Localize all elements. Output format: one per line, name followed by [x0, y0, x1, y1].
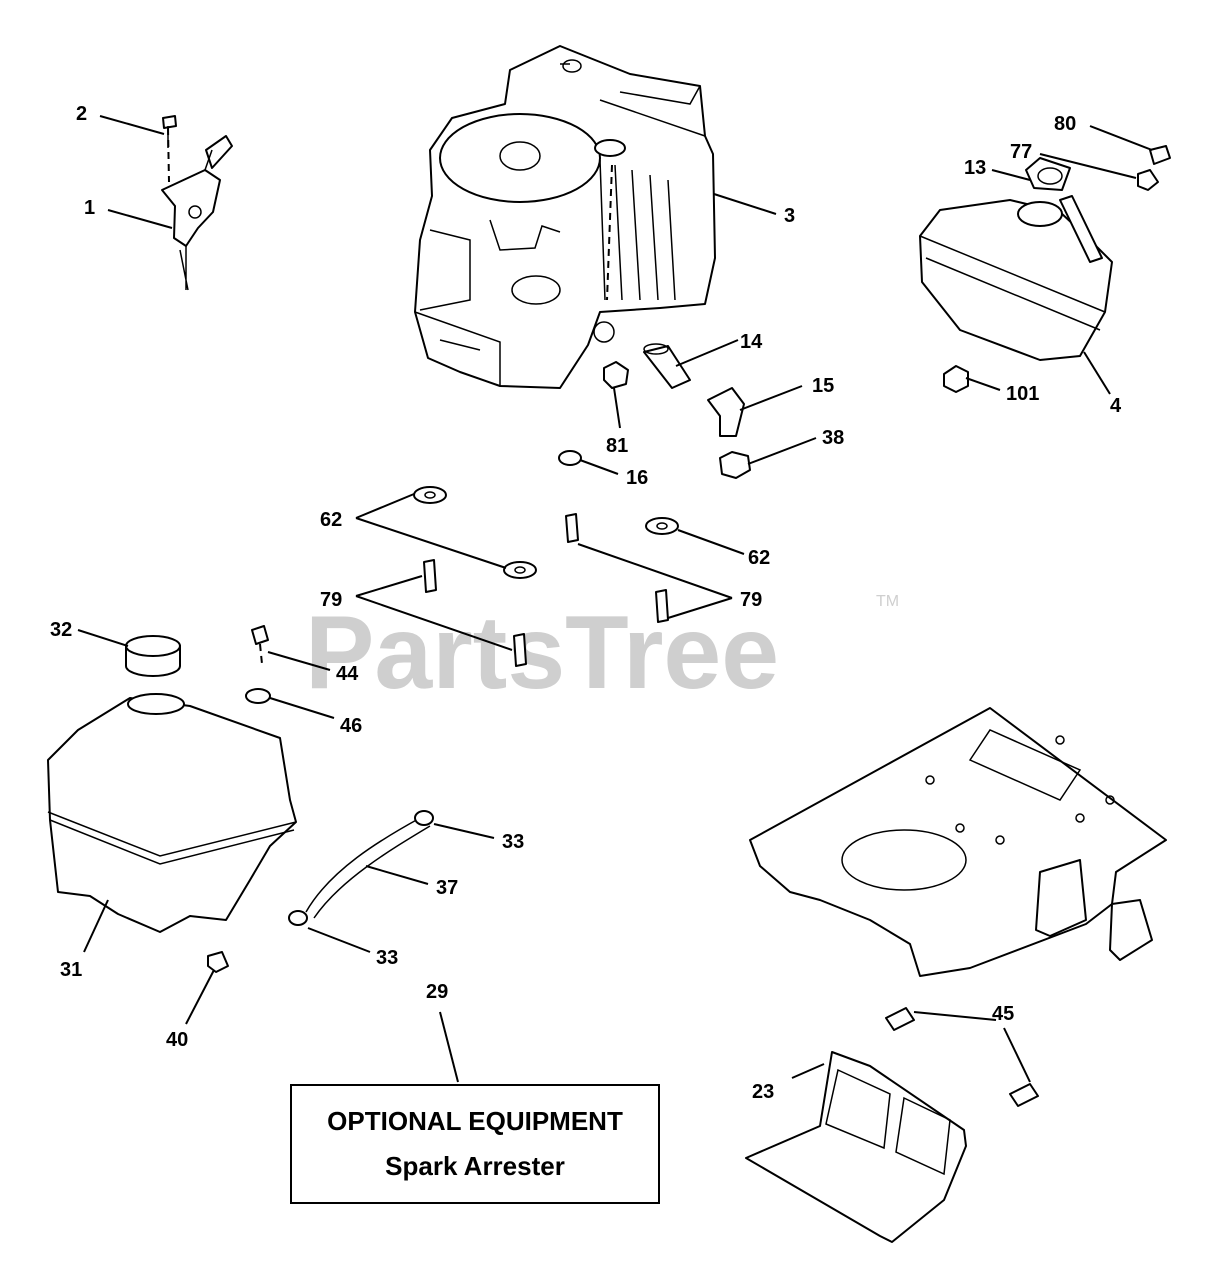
gasket-13[interactable]	[1025, 157, 1071, 191]
spark-arrester-label: Spark Arrester	[385, 1151, 565, 1181]
watermark-tm: TM	[876, 593, 899, 610]
washer-62-b[interactable]	[503, 561, 537, 579]
callout-33-a: 33	[502, 831, 524, 853]
callout-4: 4	[1110, 395, 1122, 417]
callout-29: 29	[426, 981, 448, 1003]
fuel-cap[interactable]	[125, 635, 181, 677]
callout-32: 32	[50, 619, 72, 641]
callout-77: 77	[1010, 141, 1032, 163]
bolt-79-c[interactable]	[565, 513, 579, 543]
callout-16: 16	[626, 467, 648, 489]
fuel-line[interactable]	[305, 817, 431, 919]
callout-45: 45	[992, 1003, 1014, 1025]
washer-62-c[interactable]	[645, 517, 679, 535]
clamp-33-b[interactable]	[288, 910, 308, 926]
callout-44: 44	[336, 663, 359, 685]
bolt-79-a[interactable]	[423, 559, 437, 593]
nut-77[interactable]	[1137, 169, 1159, 191]
washer-16[interactable]	[558, 450, 582, 466]
screw-45-b[interactable]	[1009, 1083, 1039, 1107]
callout-15: 15	[812, 375, 834, 397]
leader-lines	[77, 115, 1153, 1083]
callout-40: 40	[166, 1029, 188, 1051]
nut-38[interactable]	[719, 451, 751, 479]
fuel-tank[interactable]	[47, 693, 297, 933]
throttle-control[interactable]	[161, 115, 233, 291]
bolt-44[interactable]	[251, 625, 269, 665]
engine[interactable]	[414, 45, 716, 389]
callout-1: 1	[84, 197, 95, 219]
muffler[interactable]	[919, 195, 1113, 361]
callout-23: 23	[752, 1081, 774, 1103]
callout-62-a: 62	[320, 509, 342, 531]
optional-equipment-box: OPTIONAL EQUIPMENT Spark Arrester	[290, 1084, 660, 1204]
nut-40[interactable]	[207, 951, 229, 973]
callout-79-a: 79	[320, 589, 342, 611]
screw-45-a[interactable]	[885, 1007, 915, 1031]
bolt-80[interactable]	[1149, 145, 1171, 165]
callout-46: 46	[340, 715, 362, 737]
optional-equipment-title: OPTIONAL EQUIPMENT	[327, 1106, 623, 1136]
callout-62-b: 62	[748, 547, 770, 569]
watermark: PartsTree	[305, 595, 779, 711]
callout-13: 13	[964, 157, 986, 179]
washer-46[interactable]	[245, 688, 271, 704]
callout-37: 37	[436, 877, 458, 899]
callout-80: 80	[1054, 113, 1076, 135]
callout-3: 3	[784, 205, 795, 227]
callout-81: 81	[606, 435, 628, 457]
spark-arrester[interactable]	[745, 1051, 967, 1243]
callout-79-b: 79	[740, 589, 762, 611]
bolt-79-b[interactable]	[513, 633, 527, 667]
callout-101: 101	[1006, 383, 1039, 405]
nut-101[interactable]	[943, 365, 969, 393]
callout-38: 38	[822, 427, 844, 449]
mounting-plate[interactable]	[749, 707, 1167, 977]
callout-2: 2	[76, 103, 87, 125]
elbow-15[interactable]	[707, 387, 745, 437]
washer-62-a[interactable]	[413, 486, 447, 504]
bolt-79-d[interactable]	[655, 589, 669, 623]
callout-33-b: 33	[376, 947, 398, 969]
callout-14: 14	[740, 331, 763, 353]
pipe-14[interactable]	[643, 343, 691, 389]
callout-31: 31	[60, 959, 82, 981]
clamp-33-a[interactable]	[414, 810, 434, 826]
fitting-81[interactable]	[603, 361, 629, 389]
